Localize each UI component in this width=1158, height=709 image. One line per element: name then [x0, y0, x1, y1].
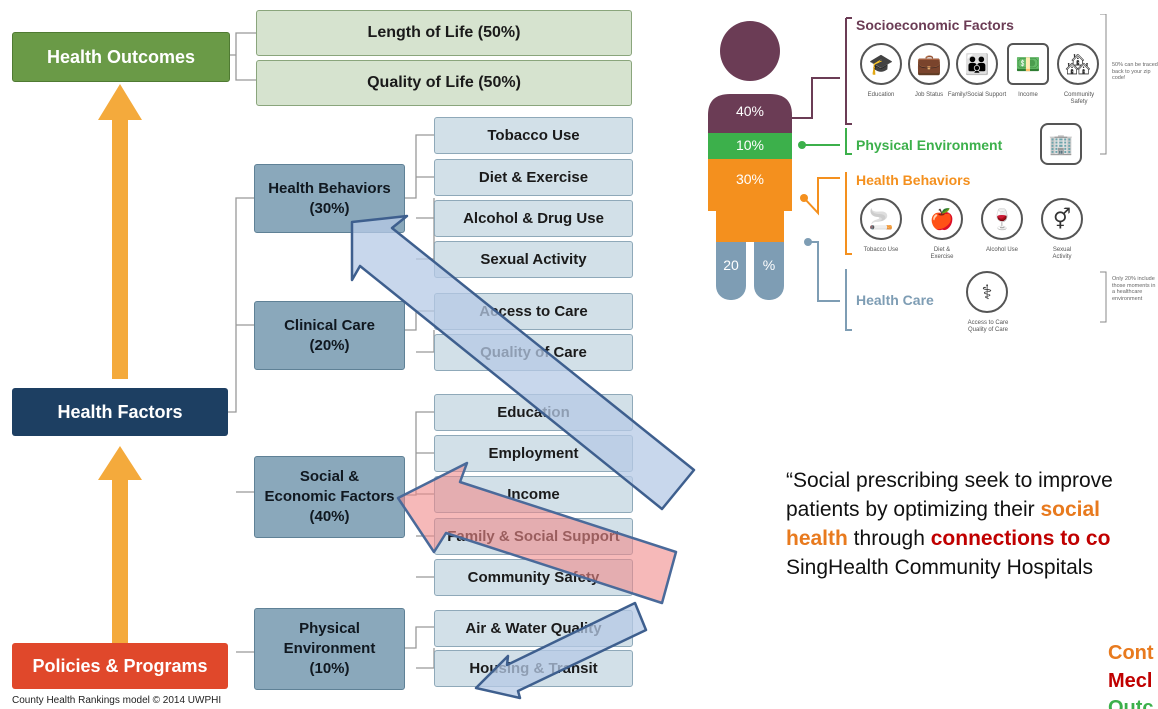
policies-programs-box: Policies & Programs — [12, 643, 228, 689]
quote-text: through — [847, 527, 931, 550]
category-social-economic: Social & Economic Factors (40%) — [254, 456, 405, 538]
icon-label-education: Education — [867, 92, 895, 98]
red-arrow-social — [396, 461, 678, 605]
pct-socioeconomic: 40% — [735, 103, 765, 119]
quote-text: patients by optimizing their — [786, 498, 1041, 521]
community-safety-icon: 🏘 — [1057, 43, 1099, 85]
income-icon: 💵 — [1007, 43, 1049, 85]
socio-note: 50% can be traced back to your zip code! — [1112, 62, 1158, 81]
factor-tobacco-use: Tobacco Use — [434, 117, 633, 154]
pct-care-number: 20 — [723, 257, 739, 273]
health-outcomes-label: Health Outcomes — [46, 46, 196, 67]
icon-label-community-safety: Community Safety — [1063, 92, 1095, 105]
building-icon: 🏢 — [1040, 123, 1082, 165]
blue-arrow-physical — [474, 601, 648, 700]
pct-physical: 10% — [735, 137, 765, 153]
legend-outcome: Outc — [1108, 698, 1154, 709]
blue-arrow-behaviors — [350, 214, 696, 511]
quote-highlight-health: health — [786, 527, 848, 550]
quote-highlight-social: social — [1040, 498, 1101, 521]
category-clinical-care: Clinical Care (20%) — [254, 301, 405, 370]
model-credit: County Health Rankings model © 2014 UWPH… — [12, 695, 222, 706]
behaviors-title: Health Behaviors — [856, 172, 971, 188]
socio-title: Socioeconomic Factors — [856, 17, 1014, 33]
caduceus-icon: ⚕ — [966, 271, 1008, 313]
quote-line-3: health through connections to co — [786, 524, 1113, 553]
tobacco-icon: 🚬 — [860, 198, 902, 240]
icon-label-alcohol: Alcohol Use — [985, 247, 1018, 253]
outcome-quality-label: Quality of Life (50%) — [367, 74, 521, 91]
care-note: Only 20% include those moments in a heal… — [1112, 276, 1156, 302]
policies-programs-label: Policies & Programs — [32, 655, 208, 676]
factor-alcohol-drug-use: Alcohol & Drug Use — [434, 200, 633, 237]
alcohol-icon: 🍷 — [981, 198, 1023, 240]
category-physical-environment: Physical Environment (10%) — [254, 608, 405, 690]
care-title: Health Care — [856, 292, 934, 308]
family-icon: 👪 — [956, 43, 998, 85]
health-factors-label: Health Factors — [57, 401, 183, 422]
quote-highlight-connections: connections to co — [930, 527, 1111, 550]
quote-line-4: SingHealth Community Hospitals — [786, 556, 1093, 579]
quote-line-2: patients by optimizing their social — [786, 495, 1113, 524]
sexual-activity-icon: ⚥ — [1041, 198, 1083, 240]
legend-context: Cont — [1108, 642, 1154, 664]
icon-label-care: Access to Care Quality of Care — [967, 320, 1009, 333]
icon-label-tobacco: Tobacco Use — [863, 247, 899, 253]
outcome-length-label: Length of Life (50%) — [367, 24, 521, 41]
legend-mechanism: Mecl — [1108, 670, 1153, 692]
physical-title: Physical Environment — [856, 137, 1003, 153]
factor-sexual-activity: Sexual Activity — [434, 241, 633, 278]
outcome-box-quality: Quality of Life (50%) — [256, 60, 632, 106]
social-prescribing-quote: “Social prescribing seek to improve pati… — [786, 466, 1113, 582]
outcome-box-length: Length of Life (50%) — [256, 10, 632, 56]
right-brackets — [845, 14, 1107, 331]
human-figure — [708, 21, 840, 302]
upward-arrows — [98, 84, 142, 644]
education-icon: 🎓 — [860, 43, 902, 85]
pct-care-sign: % — [762, 257, 776, 273]
pct-behaviors: 30% — [735, 171, 765, 187]
icon-label-sexual: Sexual Activity — [1052, 247, 1072, 260]
icon-label-family: Family/Social Support — [947, 92, 1007, 98]
health-outcomes-box: Health Outcomes — [12, 32, 230, 82]
quote-line-1: “Social prescribing seek to improve — [786, 469, 1113, 492]
diet-exercise-icon: 🍎 — [921, 198, 963, 240]
icon-label-diet: Diet & Exercise — [930, 247, 954, 260]
icon-label-income: Income — [1018, 92, 1038, 98]
job-status-icon: 💼 — [908, 43, 950, 85]
factor-diet-exercise: Diet & Exercise — [434, 159, 633, 196]
icon-label-job-status: Job Status — [914, 92, 944, 98]
health-factors-box: Health Factors — [12, 388, 228, 436]
